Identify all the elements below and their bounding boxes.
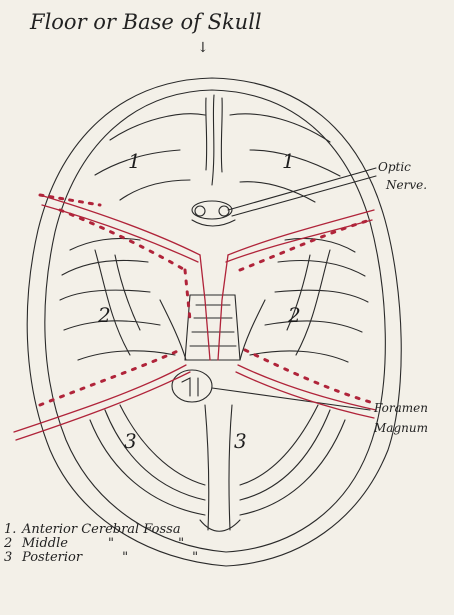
legend-row: 1.Anterior Cerebral Fossa: [4, 523, 228, 537]
fossa-number-posterior-left: 3: [124, 429, 137, 453]
fossa-number-middle-left: 2: [97, 303, 111, 327]
foramen-magnum-label: Foramen Magnum: [374, 398, 428, 438]
skull-outline-inner: [45, 90, 385, 552]
legend-number: 1.: [4, 523, 22, 537]
legend-number: 2: [4, 537, 22, 551]
optic-nerve-label: Optic Nerve.: [378, 158, 427, 194]
legend-ditto: " ": [108, 537, 214, 551]
legend-text: Anterior Cerebral Fossa: [22, 522, 181, 537]
down-arrow-icon: ↓: [197, 40, 209, 56]
fossa-number-anterior-right: 1: [282, 149, 295, 173]
anterior-midline: [212, 95, 214, 185]
legend-text: Middle: [22, 536, 68, 551]
foramen-magnum: [172, 370, 212, 402]
optic-label-line2: Nerve.: [378, 176, 427, 194]
fossa-number-posterior-right: 3: [234, 429, 247, 453]
legend-number: 3: [4, 551, 22, 565]
foramen-label-line2: Magnum: [374, 418, 428, 438]
foramen-label-line1: Foramen: [374, 398, 428, 418]
fossa-number-middle-right: 2: [287, 303, 301, 327]
legend-ditto: " ": [122, 551, 228, 565]
diagram-title: Floor or Base of Skull: [30, 10, 262, 34]
legend-text: Posterior: [22, 550, 82, 565]
fossa-number-anterior-left: 1: [128, 149, 141, 173]
optic-label-line1: Optic: [378, 158, 427, 176]
foramen-pointer: [212, 388, 370, 410]
optic-pointer: [228, 168, 376, 210]
